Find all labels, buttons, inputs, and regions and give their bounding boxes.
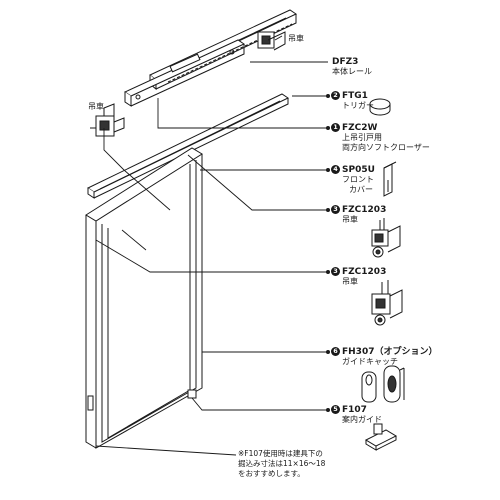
hanging-roller-part-1 xyxy=(371,218,401,258)
leader-dots xyxy=(326,94,330,412)
front-cover-rail xyxy=(86,93,290,199)
leader-lines xyxy=(95,61,328,456)
hanging-roller-part-2 xyxy=(371,280,403,326)
front-cover-part xyxy=(383,161,397,197)
part-rail: DFZ3 本体レール xyxy=(332,57,372,76)
door-panel xyxy=(85,147,203,449)
installation-note: ※F107使用時は建具下の 掘込み寸法は11×16～18 をおすすめします。 xyxy=(238,449,325,479)
top-right-roller-label: 吊車 xyxy=(288,34,304,43)
roller-carriage-top xyxy=(257,31,286,51)
guide-catch-part xyxy=(361,365,405,403)
soft-closer-body xyxy=(123,39,246,107)
guide-part xyxy=(364,423,398,451)
top-left-roller-label: 吊車 xyxy=(88,102,104,111)
note-line-2: 掘込み寸法は11×16～18 xyxy=(238,459,326,468)
trigger-part xyxy=(369,98,391,116)
roller-carriage-left xyxy=(90,103,125,137)
note-line-3: をおすすめします。 xyxy=(238,469,305,478)
note-line-1: ※F107使用時は建具下の xyxy=(238,449,323,458)
